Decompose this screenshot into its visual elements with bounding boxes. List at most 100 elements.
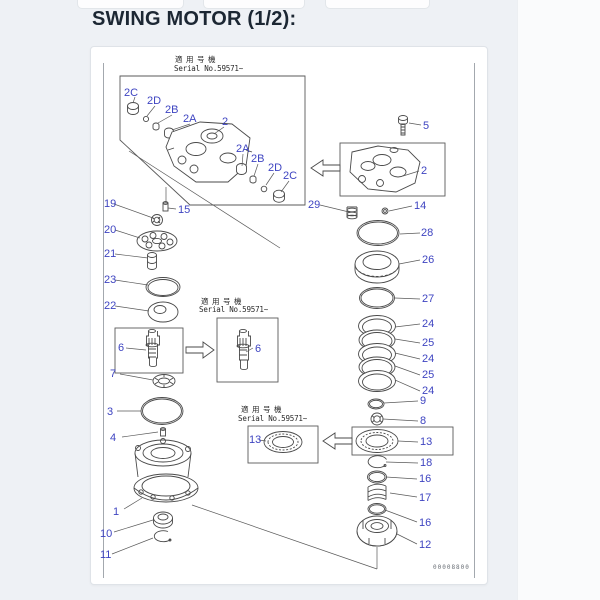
serial-no-3: Serial No.59571~ [238, 414, 308, 423]
part-label-19[interactable]: 19 [104, 198, 116, 210]
serial-text-valve: 適用号機 Serial No.59571~ [174, 54, 244, 73]
part-label-2D[interactable]: 2D [268, 162, 282, 174]
part-label-2C[interactable]: 2C [124, 87, 138, 99]
part-19-nut-drawing [151, 214, 163, 226]
part-label-27[interactable]: 27 [422, 293, 434, 305]
serial-no-1: Serial No.59571~ [174, 64, 244, 73]
part-label-21[interactable]: 21 [104, 248, 116, 260]
top-card-2[interactable] [203, 0, 305, 9]
part-label-2[interactable]: 2 [421, 165, 427, 177]
part-3-oring-drawing [140, 397, 184, 425]
part-label-2B[interactable]: 2B [165, 104, 178, 116]
part-label-9[interactable]: 9 [420, 395, 426, 407]
part-8-nut-drawing [370, 412, 384, 426]
arrow-left-icon [310, 159, 341, 177]
part-label-6[interactable]: 6 [255, 343, 261, 355]
drawing-code: 00008800 [433, 564, 470, 571]
part-7-washer-drawing [152, 374, 176, 388]
part-6-shaft-left-drawing [145, 328, 160, 368]
part-label-26[interactable]: 26 [422, 254, 434, 266]
top-card-3[interactable] [325, 0, 430, 9]
serial-box-shaft-left [114, 327, 184, 374]
part-1-housing-drawing [133, 438, 199, 503]
drawing-frame [103, 63, 475, 578]
part-label-4[interactable]: 4 [110, 432, 116, 444]
part-label-24[interactable]: 24 [422, 385, 434, 397]
part-label-15[interactable]: 15 [178, 204, 190, 216]
part-29-spring-drawing [346, 206, 358, 220]
part-label-2C[interactable]: 2C [283, 170, 297, 182]
part-label-16[interactable]: 16 [419, 517, 431, 529]
part-label-14[interactable]: 14 [414, 200, 426, 212]
part-label-29[interactable]: 29 [308, 199, 320, 211]
part-5-bolt-drawing [398, 115, 408, 136]
part-label-20[interactable]: 20 [104, 224, 116, 236]
part-16-oring-2-drawing [367, 503, 387, 515]
arrow-left-icon-2 [322, 432, 353, 450]
serial-text-bearing: 適用号機 Serial No.59571~ [238, 404, 308, 423]
leader-lines [111, 96, 422, 555]
part-28-oring-drawing [356, 220, 400, 246]
part-22-washer-drawing [147, 301, 179, 323]
serial-no-2: Serial No.59571~ [199, 305, 269, 314]
part-label-25[interactable]: 25 [422, 337, 434, 349]
part-label-2[interactable]: 2 [222, 116, 228, 128]
serial-jp-3: 適用号機 [241, 404, 285, 414]
part-12-coupling-drawing [356, 515, 398, 547]
part-23-ring-drawing [145, 277, 181, 297]
part-label-2D[interactable]: 2D [147, 95, 161, 107]
part-6-shaft-right-drawing [236, 328, 251, 371]
part-label-2A[interactable]: 2A [236, 143, 250, 155]
part-label-24[interactable]: 24 [422, 318, 434, 330]
serial-box-shaft-right [216, 317, 279, 383]
part-14-plug-drawing [381, 207, 389, 215]
part-label-28[interactable]: 28 [421, 227, 433, 239]
part-20-plate-drawing [136, 230, 178, 252]
part-2-valve-right-drawing [349, 145, 421, 193]
part-label-10[interactable]: 10 [100, 528, 112, 540]
part-label-2B[interactable]: 2B [251, 153, 264, 165]
part-label-23[interactable]: 23 [104, 274, 116, 286]
part-label-3[interactable]: 3 [107, 406, 113, 418]
part-label-25[interactable]: 25 [422, 369, 434, 381]
part-label-2A[interactable]: 2A [183, 113, 197, 125]
page-title: SWING MOTOR (1/2): [92, 8, 297, 30]
part-17-spring-drawing [367, 483, 387, 501]
alignment-lines [128, 150, 378, 570]
part-16-oring-1-drawing [367, 470, 387, 484]
serial-jp-2: 適用号機 [201, 296, 245, 306]
part-label-22[interactable]: 22 [104, 300, 116, 312]
part-9-oring-drawing [367, 398, 385, 410]
part-13-bearing-left-drawing [263, 431, 303, 453]
part-21-piston-drawing [147, 252, 157, 270]
right-panel [517, 0, 600, 600]
serial-text-shaft: 適用号機 Serial No.59571~ [199, 296, 269, 314]
part-label-6[interactable]: 6 [118, 342, 124, 354]
part-15-pin-drawing [162, 201, 169, 212]
part-label-18[interactable]: 18 [420, 457, 432, 469]
serial-jp-1: 適用号機 [175, 54, 219, 64]
top-card-1[interactable] [77, 0, 184, 9]
part-label-13[interactable]: 13 [420, 436, 432, 448]
part-label-7[interactable]: 7 [110, 368, 116, 380]
part-label-8[interactable]: 8 [420, 415, 426, 427]
part-label-17[interactable]: 17 [419, 492, 431, 504]
part-label-11[interactable]: 11 [100, 549, 111, 561]
part-label-16[interactable]: 16 [419, 473, 431, 485]
part-10-nut-drawing [153, 511, 173, 529]
serial-box-bearing-left [247, 425, 319, 464]
part-26-bearing-drawing [354, 250, 400, 284]
part-11-snapring-drawing [153, 530, 172, 543]
part-label-12[interactable]: 12 [419, 539, 431, 551]
part-13-bearing-right-drawing [355, 429, 399, 453]
part-18-snapring-drawing [367, 455, 387, 469]
part-label-13[interactable]: 13 [249, 434, 261, 446]
serial-box-valve [119, 75, 306, 206]
part-4-plug-drawing [160, 427, 166, 437]
part-label-5[interactable]: 5 [423, 120, 429, 132]
part-27-oring-drawing [359, 287, 395, 309]
part-label-24[interactable]: 24 [422, 353, 434, 365]
part-label-1[interactable]: 1 [113, 506, 119, 518]
